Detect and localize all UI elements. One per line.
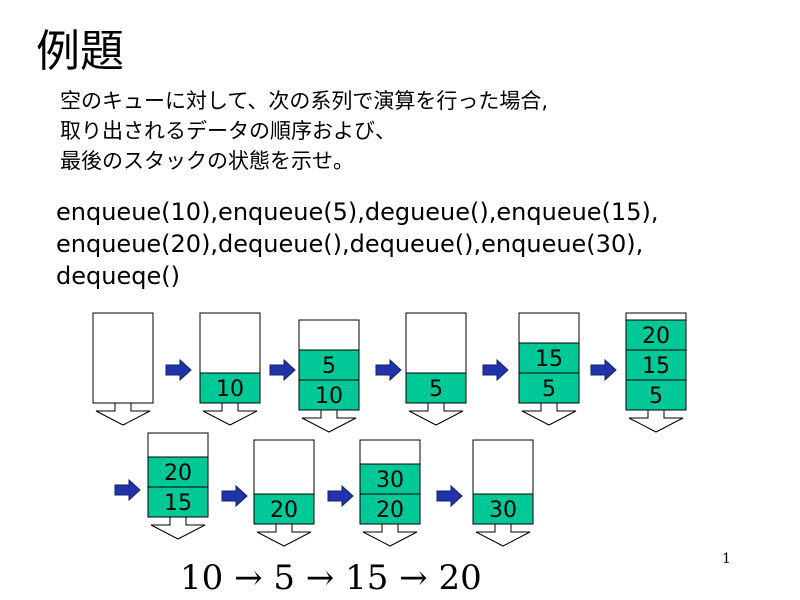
queue-cell-value: 30 xyxy=(489,498,517,523)
queue-cell xyxy=(625,319,687,351)
step-arrow xyxy=(114,478,141,502)
queue-cell-value: 5 xyxy=(542,377,556,402)
output-arrow xyxy=(362,523,418,547)
queue-cell xyxy=(147,486,209,518)
step-arrow xyxy=(436,484,463,508)
step-arrow xyxy=(221,484,248,508)
step-arrow xyxy=(165,358,192,382)
queue-cell-value: 15 xyxy=(164,491,192,516)
step-arrow xyxy=(269,358,296,382)
queue-cell-value: 5 xyxy=(649,384,663,409)
question-line-1: 空のキューに対して、次の系列で演算を行った場合, xyxy=(60,89,548,113)
output-arrow xyxy=(150,516,206,540)
output-arrow xyxy=(256,523,312,547)
queue-cell xyxy=(405,372,467,404)
step-arrow xyxy=(482,358,509,382)
queue-cell-value: 10 xyxy=(315,384,343,409)
queue-cell-value: 15 xyxy=(535,347,563,372)
output-arrow xyxy=(408,402,464,426)
slide-title: 例題 xyxy=(36,26,124,77)
step-arrow xyxy=(327,484,354,508)
queue-cell xyxy=(147,456,209,488)
question-line-3: 最後のスタックの状態を示せ。 xyxy=(60,149,354,173)
queue-cell-value: 15 xyxy=(642,354,670,379)
page-number: 1 xyxy=(722,551,731,567)
queue-container xyxy=(92,312,154,404)
queue-cell-value: 20 xyxy=(642,324,670,349)
queue-cell-value: 20 xyxy=(164,461,192,486)
step-arrow xyxy=(590,358,617,382)
queue-cell-value: 20 xyxy=(270,498,298,523)
step-arrow xyxy=(375,358,402,382)
queue-cell-value: 30 xyxy=(376,468,404,493)
queue-cell xyxy=(359,493,421,525)
operations-line-2: enqueue(20),dequeue(),dequeue(),enqueue(… xyxy=(56,230,644,258)
queue-cell xyxy=(625,379,687,411)
output-arrow xyxy=(202,402,258,426)
output-arrow xyxy=(95,402,151,426)
queue-cell xyxy=(472,493,534,525)
queue-cell-value: 5 xyxy=(429,377,443,402)
operations-line-3: dequeqe() xyxy=(56,262,180,290)
queue-cell-value: 20 xyxy=(376,498,404,523)
dequeue-order-result: 10 → 5 → 15 → 20 xyxy=(180,558,482,598)
output-arrow xyxy=(628,409,684,433)
queue-cell xyxy=(298,379,360,411)
queue-cell xyxy=(625,349,687,381)
queue-cell-value: 10 xyxy=(216,377,244,402)
operations-line-1: enqueue(10),enqueue(5),degueue(),enqueue… xyxy=(56,198,659,226)
question-line-2: 取り出されるデータの順序および、 xyxy=(60,119,396,143)
output-arrow xyxy=(521,402,577,426)
output-arrow xyxy=(301,409,357,433)
queue-cell xyxy=(298,349,360,381)
output-arrow xyxy=(475,523,531,547)
queue-cell-value: 5 xyxy=(322,354,336,379)
queue-cell xyxy=(199,372,261,404)
